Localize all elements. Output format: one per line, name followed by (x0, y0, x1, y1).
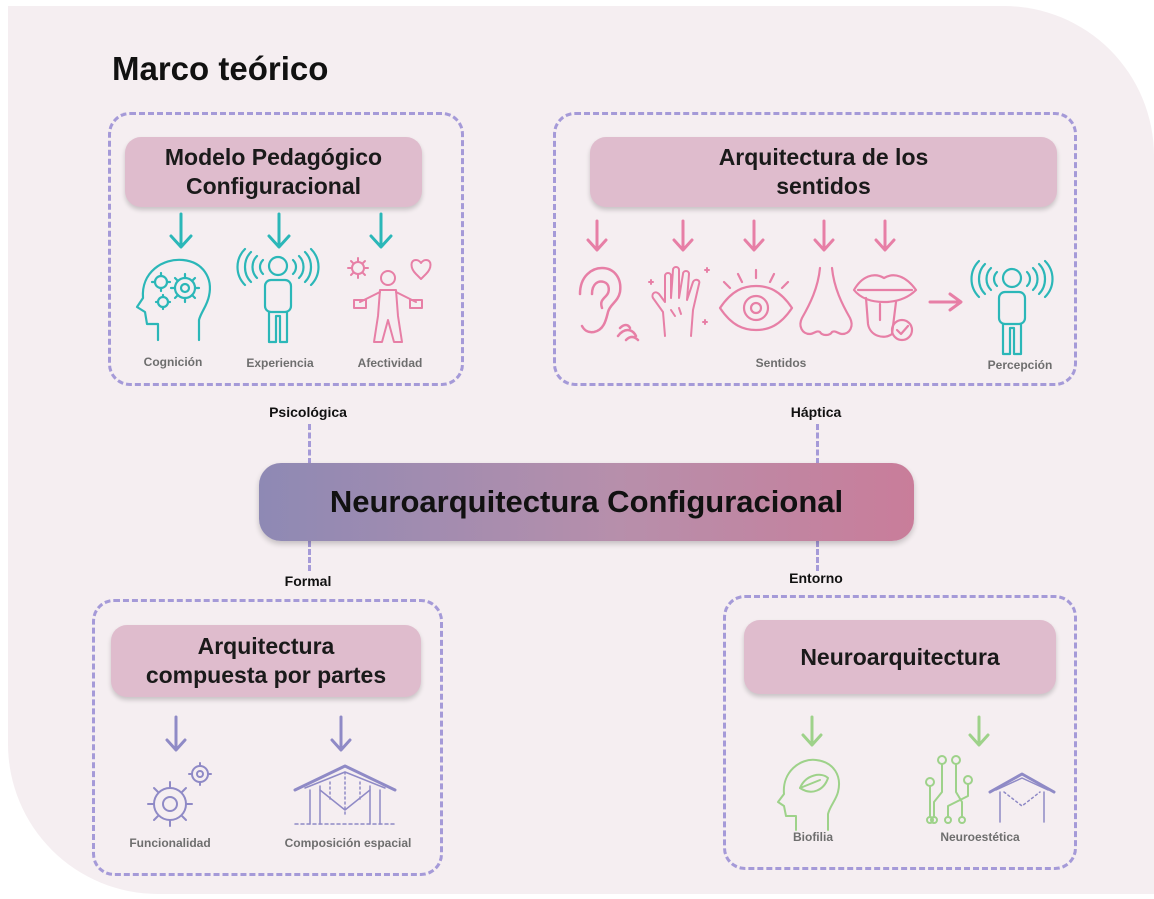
label-funcionalidad: Funcionalidad (129, 836, 211, 850)
label-cognicion: Cognición (143, 355, 203, 369)
ear-icon (578, 266, 640, 342)
page-title: Marco teórico (112, 50, 329, 87)
box-partes-title: Arquitectura compuesta por partes (111, 625, 421, 697)
label-experiencia: Experiencia (246, 356, 314, 370)
circuit-icon (925, 755, 1056, 824)
connector-label-entorno: Entorno (789, 570, 843, 586)
head-leaf-icon (777, 758, 840, 831)
connector-line-bottom-left (308, 541, 311, 571)
label-neuroestetica: Neuroestética (940, 830, 1020, 844)
center-node: Neuroarquitectura Configuracional (259, 463, 914, 541)
box-neuro (723, 595, 1077, 870)
connector-line-top-right (816, 424, 819, 464)
nose-icon (799, 266, 853, 337)
label-afectividad: Afectividad (357, 356, 423, 370)
box-neuro-title: Neuroarquitectura (744, 620, 1056, 694)
box-sentidos-title: Arquitectura de los sentidos (590, 137, 1057, 207)
label-composicion-espacial: Composición espacial (284, 836, 412, 850)
connector-label-psicologica: Psicológica (269, 404, 347, 420)
connector-line-bottom-right (816, 541, 819, 571)
box-partes (92, 599, 443, 876)
connector-label-formal: Formal (284, 573, 332, 589)
roof-structure-icon (293, 764, 397, 825)
person-heart-icon (347, 257, 432, 343)
label-biofilia: Biofilia (792, 830, 833, 844)
mouth-tongue-icon (852, 274, 918, 342)
gears-icon (147, 762, 212, 827)
hand-icon (648, 266, 710, 337)
head-gears-icon (135, 258, 211, 342)
person-waves-icon-perception (970, 259, 1054, 356)
connector-label-haptica: Háptica (790, 404, 842, 420)
connector-line-top-left (308, 424, 311, 464)
box-pedagogico-title: Modelo Pedagógico Configuracional (125, 137, 422, 207)
box-pedagogico (108, 112, 464, 386)
label-sentidos: Sentidos (755, 356, 807, 370)
box-sentidos (553, 112, 1077, 386)
eye-icon (718, 268, 794, 332)
person-waves-icon (236, 247, 320, 344)
label-percepcion: Percepción (987, 358, 1053, 372)
